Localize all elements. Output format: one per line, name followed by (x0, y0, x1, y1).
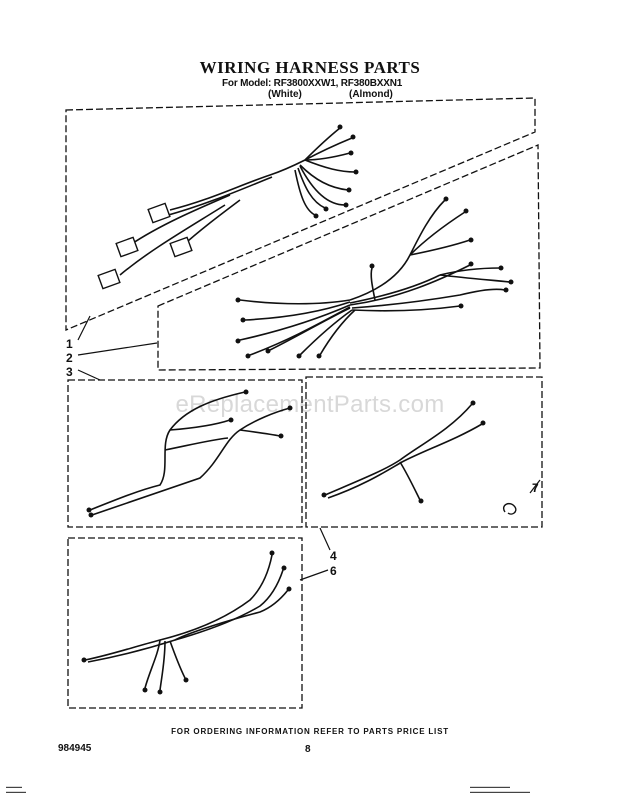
panel-harness-4 (305, 376, 543, 528)
panel-harness-2 (157, 144, 541, 371)
variant-white-label: (White) (268, 89, 302, 100)
model-numbers: For Model: RF3800XXW1, RF380BXXN1 (222, 78, 403, 89)
variant-almond-label: (Almond) (349, 89, 393, 100)
callout-4: 4 (330, 549, 337, 563)
harness-4-terminals (321, 400, 486, 504)
watermark: eReplacementParts.com (175, 391, 445, 418)
panel-harness-1 (65, 97, 536, 331)
harness-6-wires (84, 554, 289, 691)
callout-leaders (77, 315, 541, 581)
harness-1-terminals (313, 124, 359, 219)
harness-2-terminals (235, 196, 514, 359)
callout-1: 1 (66, 337, 73, 351)
callout-2: 2 (66, 351, 73, 365)
fine-print-left: ▬▬▬▬▬▬▬▬▬ (6, 784, 26, 794)
harness-4-wires (324, 403, 483, 501)
page-number: 8 (305, 744, 311, 755)
callout-3: 3 (66, 365, 73, 379)
harness-1-wires (119, 127, 356, 276)
harness-3-wires (89, 391, 291, 516)
callout-7: 7 (532, 481, 539, 495)
harness-6-terminals (81, 550, 292, 695)
page-title: WIRING HARNESS PARTS (199, 58, 421, 77)
harness-2-wires (239, 199, 511, 356)
panel-harness-3 (67, 379, 303, 528)
harness-3-terminals (86, 389, 293, 518)
ordering-note: FOR ORDERING INFORMATION REFER TO PARTS … (171, 727, 449, 736)
harness-1-connectors (97, 202, 193, 290)
callout-6: 6 (330, 564, 337, 578)
fine-print-right: ▬▬▬▬▬▬▬▬▬▬▬▬▬▬▬▬▬▬▬▬▬▬▬▬▬ (470, 784, 530, 794)
document-number: 984945 (58, 743, 92, 754)
wire-clip-7 (503, 502, 517, 515)
panel-harness-6 (67, 537, 303, 709)
